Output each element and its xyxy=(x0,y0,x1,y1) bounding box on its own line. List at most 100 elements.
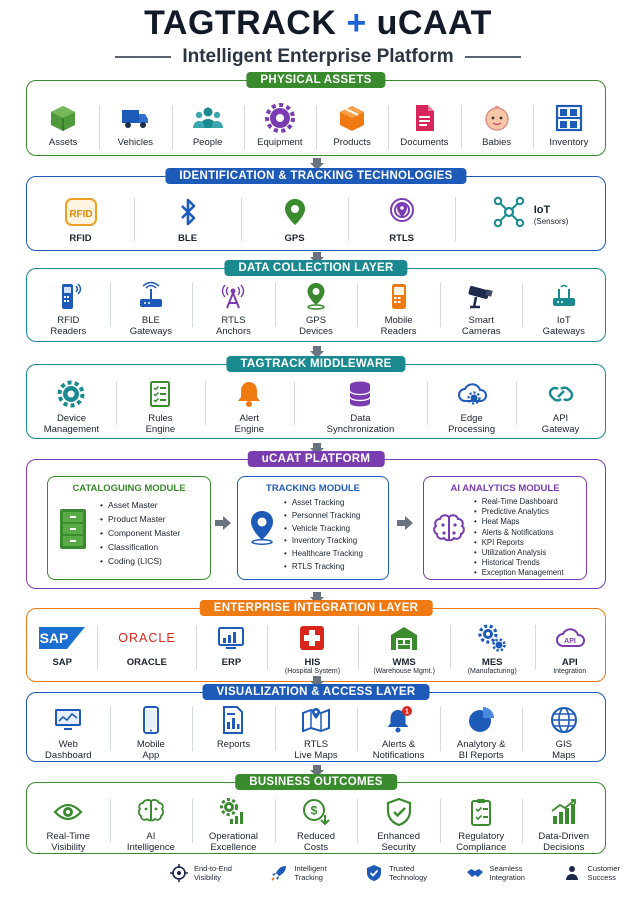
vehicle-item: Vehicles xyxy=(99,103,171,149)
rtls-icon xyxy=(387,195,417,229)
oracle-item: ORACLE ORACLE xyxy=(97,623,196,669)
catalog-item: Classification xyxy=(100,541,180,554)
rocket-icon xyxy=(271,866,287,881)
asset-label: Assets xyxy=(48,137,78,148)
analytics-item: Exception Management xyxy=(474,568,564,578)
erp-chart-icon xyxy=(216,623,246,653)
mes-label: MES xyxy=(481,657,503,668)
tracking-item: RTLS Tracking xyxy=(284,561,363,573)
footer-label-1: End-to-End xyxy=(194,864,232,873)
antenna-icon xyxy=(218,281,248,311)
device-management-label-1: Device xyxy=(56,413,86,424)
device-management-item: Device Management xyxy=(27,379,116,435)
iot-gateway-icon xyxy=(549,281,579,311)
alerts-label-1: Alerts & xyxy=(381,739,416,750)
rtls-anchor-label-1: RTLS xyxy=(221,315,246,326)
reduced-costs-label-1: Reduced xyxy=(297,831,336,842)
data-driven-label-1: Data-Driven xyxy=(538,831,590,842)
api-integration-label: API xyxy=(561,657,578,668)
inventory-label: Inventory xyxy=(549,137,589,148)
web-dashboard-label-1: Web xyxy=(58,739,78,750)
rules-list-icon xyxy=(145,379,175,409)
web-dashboard-item: Web Dashboard xyxy=(27,705,110,761)
api-badge-text: API xyxy=(564,638,576,645)
physical-assets-section: PHYSICAL ASSETS Assets Vehicles People E… xyxy=(26,72,606,156)
api-integration-sub-label: Integration xyxy=(553,668,587,675)
integration-title: ENTERPRISE INTEGRATION LAYER xyxy=(199,600,433,616)
ai-intelligence-label-2: Intelligence xyxy=(126,842,175,853)
cataloguing-module-title: CATALOGUING MODULE xyxy=(72,483,186,494)
page-subtitle: Intelligent Enterprise Platform xyxy=(0,46,636,68)
smart-camera-label-2: Cameras xyxy=(461,326,501,337)
clipboard-check-icon xyxy=(466,797,496,827)
ai-intelligence-label-1: AI xyxy=(146,831,156,842)
ai-analytics-module-title: AI ANALYTICS MODULE xyxy=(450,483,560,494)
wms-label: WMS xyxy=(392,657,416,668)
middleware-section: TAGTRACK MIDDLEWARE Device Management Ru… xyxy=(26,356,606,439)
wms-sub-label: (Warehouse Mgmt.) xyxy=(373,668,435,675)
ble-label: BLE xyxy=(178,233,198,244)
mobile-reader-label-1: Mobile xyxy=(384,315,413,326)
people-label: People xyxy=(192,137,223,148)
title-ucaat: uCAAT xyxy=(376,4,492,42)
hospital-cross-icon xyxy=(297,623,327,653)
api-link-icon xyxy=(546,379,576,409)
gis-maps-item: GIS Maps xyxy=(522,705,605,761)
his-item: HIS (Hospital System) xyxy=(266,623,359,676)
location-pin-icon xyxy=(280,195,310,229)
gps-device-label-2: Devices xyxy=(299,326,333,337)
growth-chart-icon xyxy=(549,797,579,827)
business-outcomes-section: BUSINESS OUTCOMES Real-Time Visibility A… xyxy=(26,774,606,854)
mobile-reader-label-2: Readers xyxy=(380,326,417,337)
equipment-item: Equipment xyxy=(243,103,316,149)
tracking-item: Vehicle Tracking xyxy=(284,523,363,535)
mes-sub-label: (Manufacturing) xyxy=(467,668,517,675)
mobile-app-label-2: App xyxy=(142,750,160,761)
alerts-notifications-item: 1 Alerts & Notifications xyxy=(357,705,440,761)
inventory-item: Inventory xyxy=(532,103,605,149)
sap-label: SAP xyxy=(52,657,73,668)
visibility-outcome: Real-Time Visibility xyxy=(27,797,110,853)
rtls-anchor-item: RTLS Anchors xyxy=(192,281,275,337)
svg-text:$: $ xyxy=(311,804,318,818)
rfid-icon: RFID xyxy=(63,195,99,229)
operational-label-2: Excellence xyxy=(210,842,257,853)
baby-label: Babies xyxy=(482,137,512,148)
eye-icon xyxy=(53,797,83,827)
gps-device-icon xyxy=(301,281,331,311)
api-gateway-label-2: Gateway xyxy=(541,424,580,435)
enhanced-security-label-1: Enhanced xyxy=(377,831,420,842)
sap-logo-text: SAP xyxy=(40,630,69,646)
equipment-label: Equipment xyxy=(257,137,303,148)
gis-maps-label-1: GIS xyxy=(555,739,572,750)
iot-item: IoT (Sensors) xyxy=(455,195,605,241)
data-driven-outcome: Data-Driven Decisions xyxy=(522,797,605,853)
data-collection-section: DATA COLLECTION LAYER RFID Readers BLE G… xyxy=(26,260,606,342)
down-arrow-icon xyxy=(310,765,324,777)
down-arrow-icon xyxy=(310,158,324,170)
bi-reports-label-1: Analytory & xyxy=(456,739,506,750)
identification-title: IDENTIFICATION & TRACKING TECHNOLOGIES xyxy=(165,168,467,184)
asset-item: Assets xyxy=(27,103,99,148)
rtls-maps-label-2: Live Maps xyxy=(294,750,338,761)
reports-label-1: Reports xyxy=(216,739,251,750)
alert-badge-count: 1 xyxy=(405,709,409,716)
gps-item: GPS xyxy=(241,195,348,244)
sap-logo-icon: SAP xyxy=(37,623,87,653)
mobile-app-item: Mobile App xyxy=(109,705,193,761)
gps-device-item: GPS Devices xyxy=(274,281,358,337)
api-cloud-icon: API xyxy=(555,623,585,653)
iot-gateway-item: IoT Gateways xyxy=(522,281,605,337)
tracking-item: Inventory Tracking xyxy=(284,535,363,547)
wms-item: WMS (Warehouse Mgmt.) xyxy=(358,623,450,676)
document-label: Documents xyxy=(400,137,449,148)
monitor-icon xyxy=(53,705,83,735)
enhanced-security-label-2: Security xyxy=(381,842,416,853)
footer-label-1: Customer xyxy=(587,864,620,873)
report-icon xyxy=(218,705,248,735)
analytics-item: Alerts & Notifications xyxy=(474,528,564,538)
right-arrow-icon xyxy=(397,516,413,530)
data-sync-item: Data Synchronization xyxy=(293,379,427,435)
catalog-item: Asset Master xyxy=(100,499,180,512)
mobile-reader-item: Mobile Readers xyxy=(357,281,440,337)
